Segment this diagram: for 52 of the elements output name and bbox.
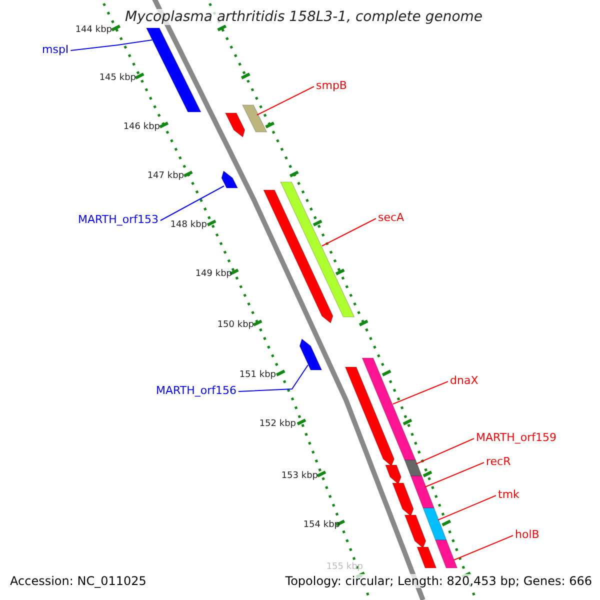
map-title: Mycoplasma arthritidis 158L3-1, complete genome <box>125 9 483 25</box>
leader-line <box>454 535 514 560</box>
scale-label: 149 kbp <box>195 269 232 280</box>
accession-text: Accession: NC_011025 <box>10 574 146 588</box>
gene-feature <box>404 514 426 548</box>
scale-label: 154 kbp <box>303 520 340 531</box>
scale-label: 150 kbp <box>217 320 254 331</box>
leader-line <box>392 381 448 404</box>
gene-feature <box>224 112 246 138</box>
gene-feature <box>404 460 422 476</box>
genome-summary-text: Topology: circular; Length: 820,453 bp; Genes: 666 <box>285 574 592 588</box>
gene-feature <box>422 508 447 540</box>
gene-label: tmk <box>498 488 520 501</box>
scale-label: 152 kbp <box>259 419 296 430</box>
gene-feature <box>344 366 395 466</box>
gene-feature <box>416 546 437 568</box>
leader-line <box>238 364 308 392</box>
gene-label: secA <box>378 211 404 224</box>
gene-feature <box>392 482 414 516</box>
leader-line <box>160 186 224 221</box>
leader-line <box>322 218 376 246</box>
gene-label: recR <box>486 455 511 468</box>
gene-feature <box>385 464 402 484</box>
gene-label: mspI <box>42 43 69 56</box>
gene-label: smpB <box>316 79 347 92</box>
gene-label: MARTH_orf156 <box>156 384 236 397</box>
gene-feature <box>263 190 334 324</box>
gene-feature <box>242 104 268 132</box>
gene-feature <box>410 476 435 508</box>
scale-label: 153 kbp <box>281 471 318 482</box>
gene-label: MARTH_orf153 <box>78 213 158 226</box>
gene-feature <box>280 182 355 318</box>
leader-line <box>256 86 314 116</box>
gene-feature <box>221 170 238 188</box>
leader-line <box>424 462 484 488</box>
scale-label: 147 kbp <box>147 171 184 182</box>
scale-label: 146 kbp <box>123 122 160 133</box>
scale-label: 145 kbp <box>99 73 136 84</box>
gene-feature <box>299 338 322 370</box>
gene-label: holB <box>515 528 540 541</box>
gene-feature <box>434 540 458 568</box>
scale-label: 151 kbp <box>239 370 276 381</box>
scale-label: 155 kbp <box>326 562 363 573</box>
gene-label: MARTH_orf159 <box>476 431 556 444</box>
leader-line <box>438 495 496 520</box>
gene-feature <box>146 28 202 112</box>
leader-line <box>70 40 152 51</box>
scale-label: 144 kbp <box>75 25 112 36</box>
gene-feature <box>362 358 416 460</box>
leader-line <box>416 438 474 464</box>
scale-label: 148 kbp <box>170 220 207 231</box>
gene-label: dnaX <box>450 374 478 387</box>
